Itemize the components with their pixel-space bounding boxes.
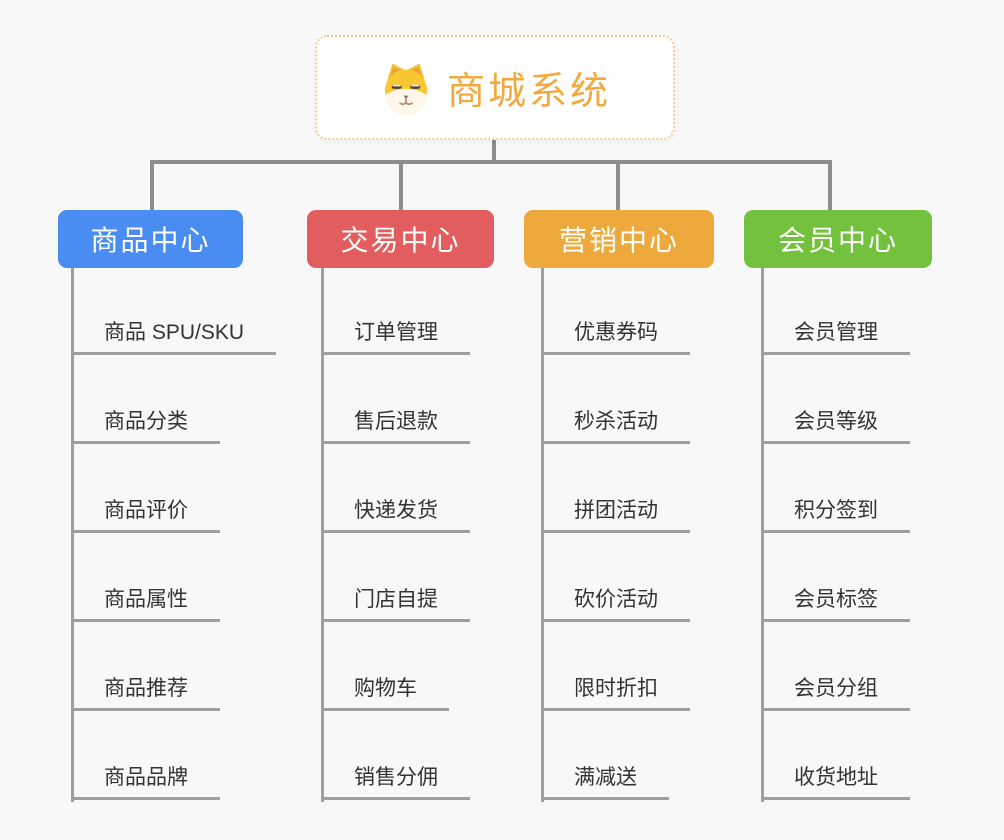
leaf-column-trade: 订单管理 售后退款 快递发货 门店自提 购物车 销售分佣 xyxy=(321,266,470,800)
shiba-dog-icon xyxy=(379,61,433,115)
leaf-node[interactable]: 门店自提 xyxy=(321,583,470,622)
leaf-node[interactable]: 秒杀活动 xyxy=(541,405,690,444)
leaf-column-product: 商品 SPU/SKU 商品分类 商品评价 商品属性 商品推荐 商品品牌 xyxy=(71,266,277,800)
leaf-column-marketing: 优惠券码 秒杀活动 拼团活动 砍价活动 限时折扣 满减送 xyxy=(541,266,690,800)
leaf-node[interactable]: 会员标签 xyxy=(761,583,910,622)
connector-drop-marketing xyxy=(616,160,620,210)
trunk-line-marketing xyxy=(541,268,544,802)
leaf-node[interactable]: 快递发货 xyxy=(321,494,470,533)
leaf-node[interactable]: 会员等级 xyxy=(761,405,910,444)
leaf-node[interactable]: 积分签到 xyxy=(761,494,910,533)
connector-root-stem xyxy=(492,140,496,162)
leaf-node[interactable]: 商品属性 xyxy=(71,583,220,622)
leaf-node[interactable]: 商品分类 xyxy=(71,405,220,444)
connector-drop-trade xyxy=(399,160,403,210)
leaf-node[interactable]: 销售分佣 xyxy=(321,761,470,800)
branch-node-member[interactable]: 会员中心 xyxy=(744,210,932,268)
leaf-node[interactable]: 商品品牌 xyxy=(71,761,220,800)
leaf-node[interactable]: 商品评价 xyxy=(71,494,220,533)
leaf-node[interactable]: 商品推荐 xyxy=(71,672,220,711)
connector-drop-product xyxy=(150,160,154,210)
leaf-node[interactable]: 商品 SPU/SKU xyxy=(71,316,277,355)
leaf-node[interactable]: 满减送 xyxy=(541,761,669,800)
trunk-line-trade xyxy=(321,268,324,802)
connector-drop-member xyxy=(828,160,832,210)
leaf-node[interactable]: 限时折扣 xyxy=(541,672,690,711)
leaf-node[interactable]: 拼团活动 xyxy=(541,494,690,533)
leaf-node[interactable]: 优惠券码 xyxy=(541,316,690,355)
leaf-column-member: 会员管理 会员等级 积分签到 会员标签 会员分组 收货地址 xyxy=(761,266,910,800)
root-node[interactable]: 商城系统 xyxy=(315,35,675,140)
trunk-line-member xyxy=(761,268,764,802)
leaf-node[interactable]: 砍价活动 xyxy=(541,583,690,622)
branch-node-trade[interactable]: 交易中心 xyxy=(307,210,494,268)
leaf-node[interactable]: 购物车 xyxy=(321,672,449,711)
leaf-node[interactable]: 会员分组 xyxy=(761,672,910,711)
root-node-label: 商城系统 xyxy=(446,71,611,113)
leaf-node[interactable]: 会员管理 xyxy=(761,316,910,355)
branch-node-marketing[interactable]: 营销中心 xyxy=(524,210,714,268)
leaf-node[interactable]: 收货地址 xyxy=(761,761,910,800)
leaf-node[interactable]: 售后退款 xyxy=(321,405,470,444)
trunk-line-product xyxy=(71,268,74,802)
connector-bus xyxy=(150,160,832,164)
branch-node-product[interactable]: 商品中心 xyxy=(58,210,243,268)
leaf-node[interactable]: 订单管理 xyxy=(321,316,470,355)
